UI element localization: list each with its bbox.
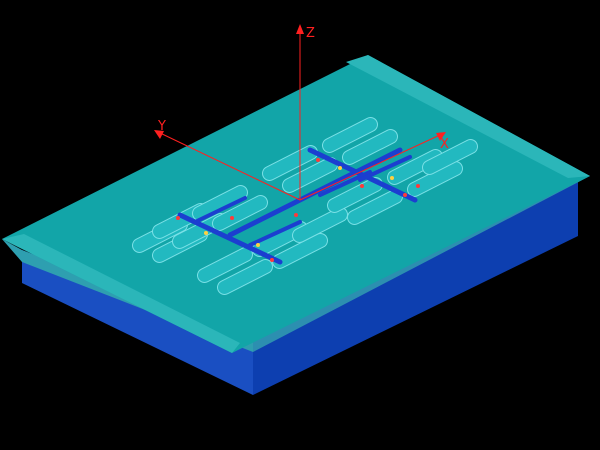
x-axis-label: X: [440, 137, 449, 152]
runner-branch: [248, 220, 302, 247]
plate-edge-right: [253, 175, 590, 352]
gate-marker: [230, 216, 234, 220]
block-right-face: [253, 175, 578, 395]
cavity-group-top: [262, 117, 398, 193]
cavity: [342, 129, 398, 165]
z-axis-label: Z: [306, 26, 315, 41]
gate-marker: [360, 184, 364, 188]
gate-marker: [338, 166, 342, 170]
x-axis-line: [299, 133, 443, 201]
cavity-group-right: [327, 139, 478, 225]
gate-marker: [294, 213, 298, 217]
runner-branch: [358, 155, 412, 182]
gate-marker: [256, 243, 260, 247]
runner-branch: [318, 170, 372, 197]
cavity: [272, 233, 328, 269]
y-axis-line: [157, 131, 301, 201]
cavity-group-left: [132, 185, 268, 263]
gate-marker: [416, 184, 420, 188]
gate-marker: [316, 158, 320, 162]
plate-top-border-left: [2, 234, 240, 353]
cavity: [322, 117, 378, 153]
y-axis-arrow: [154, 130, 164, 139]
gate-marker: [403, 193, 407, 197]
gate-marker: [176, 216, 180, 220]
gate-marker: [204, 231, 208, 235]
cavity: [292, 207, 348, 243]
gate-markers: [176, 158, 420, 262]
coordinate-axes: [154, 24, 446, 201]
z-axis-arrow: [296, 24, 304, 34]
cavity: [327, 177, 383, 213]
x-axis-arrow: [436, 132, 446, 141]
plate-top-border-right: [346, 55, 590, 178]
gate-marker: [390, 176, 394, 180]
cavity: [212, 195, 268, 231]
gate-marker: [270, 258, 274, 262]
runner-branch: [193, 196, 247, 224]
y-axis-label: Y: [157, 119, 166, 134]
block-front-face: [22, 250, 253, 395]
cavity: [422, 139, 478, 175]
cavity-group-bottom: [197, 207, 348, 295]
cavity: [262, 145, 318, 181]
cavity: [217, 259, 273, 295]
